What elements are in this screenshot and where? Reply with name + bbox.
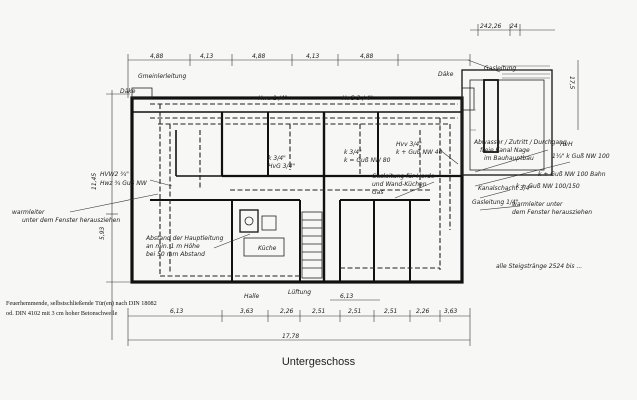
note-warmleiter: warmleiter [12, 209, 45, 216]
left-dim-height: 11,45 [91, 173, 98, 190]
note-mid-b: HvG 3/4" [268, 163, 295, 170]
bottom-dim-8: 3,63 [444, 308, 458, 315]
fire-door-note: Feuerhemmende, selbstschließende Tür(en)… [6, 300, 157, 317]
bottom-dim-3: 2,26 [280, 308, 294, 315]
note-abstand-3: bei 50 mm Abstand [146, 251, 205, 258]
pipe-runs [150, 103, 458, 277]
bottom-dim-4: 2,51 [312, 308, 325, 315]
note-r-2: Kanalschacht 3/4" [478, 185, 532, 192]
bottom-dim-5: 2,51 [348, 308, 361, 315]
staircase [301, 211, 323, 279]
note-gemeinsame-leitung: Gmeinlerleitung [138, 73, 186, 80]
right-dim-height: 17,5 [568, 76, 575, 90]
bottom-dim-7: 2,26 [416, 308, 430, 315]
left-dimension-chain: 11,45 5,93 [91, 90, 130, 340]
annex-hatching [470, 65, 550, 131]
note-lueftung: Lüftung [288, 289, 311, 296]
top-dim-2: 4,13 [200, 53, 214, 60]
note-r-9: Gasleitung 1/4" [472, 199, 519, 206]
bottom-dimension-chain: 6,13 3,63 2,26 2,51 2,51 2,51 2,26 3,63 … [127, 293, 471, 346]
note-mid-e: Hvv 3/4" [396, 141, 422, 148]
note-r-4: 1¼" k Guß NW 100 [552, 153, 610, 160]
note-box1-l3: Gas [372, 189, 383, 196]
note-box1-l2: und Wand-Küchen [372, 181, 427, 188]
note-left-w2: Hwz ¾ GuS NW [100, 180, 148, 187]
note-r-1b: freie Kanal Nage [480, 147, 530, 154]
top-dim-7: 2,26 [488, 23, 502, 30]
top-dimension-chain: 4,88 4,13 4,88 4,13 4,88 24 2,26 24 [127, 23, 555, 98]
interior-walls [150, 112, 462, 282]
fire-door-note-line2: od. DIN 4102 mit 3 cm hoher Betonschwell… [6, 310, 118, 317]
note-r-6: k + Guß NW 100/150 [516, 183, 580, 190]
note-r-5: k + Guß NW 100 Bahn [538, 171, 606, 178]
bottom-dim-9: 6,13 [340, 293, 354, 300]
note-abstand-1: Abstand der Hauptleitung [145, 235, 224, 242]
handwritten-notes: Däke Däke Gmeinlerleitung Hwa 1 /4" HvG … [12, 65, 610, 300]
note-r-1a: Abwasser / Zutritt / Durchgang [473, 139, 567, 146]
overall-width: 17,78 [282, 333, 299, 340]
note-mid-d: k = Guß NW 80 [344, 157, 391, 164]
bottom-dim-2: 3,63 [240, 308, 254, 315]
note-left-w1: HVW2 ¾" [100, 171, 129, 178]
top-dim-4: 4,13 [306, 53, 320, 60]
boiler-equipment [239, 209, 285, 257]
note-r-8: dem Fenster herausziehen [512, 209, 592, 216]
note-r-10: alle Steigstränge 2524 bis ... [496, 263, 582, 270]
note-warmleiter-sub: unter dem Fenster herausziehen [22, 217, 120, 224]
note-r-3: HvH [560, 141, 573, 148]
note-mid-a: k 3/4" [268, 155, 286, 162]
note-hvg: HvG 3 / 4" [342, 95, 373, 102]
note-kueche: Küche [258, 245, 277, 252]
note-mid-f: k + Guß NW 40 [396, 149, 443, 156]
note-hwa: Hwa 1 /4" [258, 95, 288, 102]
bottom-dim-6: 2,51 [384, 308, 397, 315]
top-dim-6: 24 [480, 23, 488, 30]
top-dim-1: 4,88 [150, 53, 164, 60]
note-abstand-2: an min. 1 m Höhe [146, 243, 200, 250]
left-dim-inner: 5,93 [99, 226, 106, 240]
leader-lines [69, 59, 571, 249]
right-dimension-chain: 17,5 [568, 60, 579, 130]
note-daecke-right: Däke [438, 71, 454, 78]
note-daecke-left: Däke [120, 88, 136, 95]
bottom-dim-1: 6,13 [170, 308, 184, 315]
note-mid-c: k 3/4" [344, 149, 362, 156]
top-dim-8: 24 [510, 23, 518, 30]
note-halle: Halle [244, 293, 260, 300]
drawing-caption: Untergeschoss [281, 356, 356, 368]
note-gas: Gasleitung [484, 65, 516, 72]
note-box1-l1: Gasleitung für Herde [372, 173, 435, 180]
building-outline [130, 69, 553, 284]
note-r-1c: im Bauhauptbau [484, 155, 534, 162]
fire-door-note-line1: Feuerhemmende, selbstschließende Tür(en)… [6, 300, 157, 307]
top-dim-3: 4,88 [252, 53, 266, 60]
top-dim-5: 4,88 [360, 53, 374, 60]
note-r-7: warmleiter unter [512, 201, 563, 208]
